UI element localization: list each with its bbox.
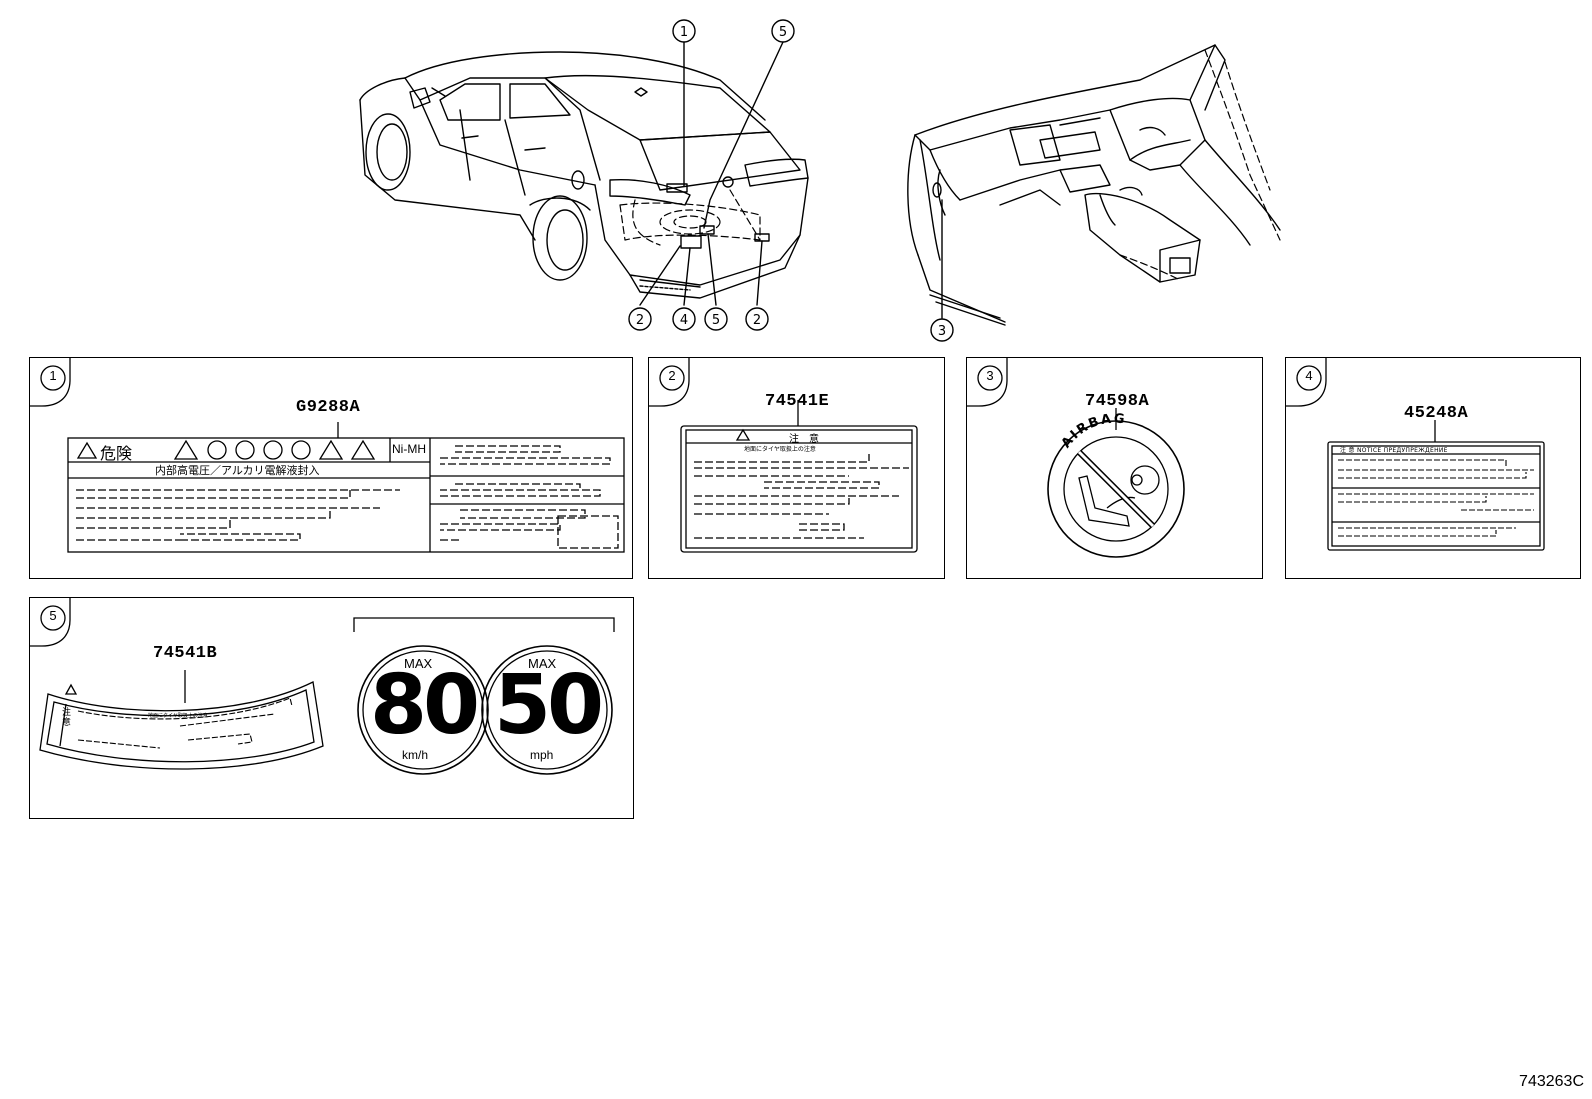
callout-2-right	[745, 307, 769, 331]
label-line: 地面にタイヤ取扱上の注意	[744, 446, 816, 453]
warning-word: 注意	[62, 708, 72, 728]
speed-value: 50	[493, 658, 604, 753]
callout-label: 5	[712, 313, 720, 328]
callout-label: 5	[779, 25, 787, 40]
callout-2-left	[628, 307, 652, 331]
battery-type: Ni-MH	[392, 442, 426, 456]
speed-unit: km/h	[402, 748, 429, 762]
speed-sign-mph: MAX 50 mph	[482, 646, 612, 774]
callout-label: 4	[680, 313, 688, 328]
speed-sign-kmh: MAX 80 km/h	[358, 646, 488, 774]
callout-5-bottom	[704, 307, 728, 331]
callout-3	[930, 318, 954, 342]
label-header: 注 意 NOTICE ПРЕДУПРЕЖДЕНИЕ	[1340, 447, 1448, 454]
warning-word: 危険	[100, 444, 133, 463]
panel-3: AIRBAG 3 74598A	[966, 357, 1263, 579]
panel-5: 5 74541B 注意 地面にタイヤ取扱上の注意 MAX 80 km/h MAX…	[29, 597, 634, 819]
label-subtitle: 内部高電圧／アルカリ電解液封入	[155, 464, 320, 477]
max-label: MAX	[528, 656, 557, 671]
panel-number: 1	[49, 368, 57, 383]
callout-1-top	[672, 19, 696, 43]
ring-text: AIRBAG	[1059, 411, 1127, 451]
max-label: MAX	[404, 656, 433, 671]
panel-1: 1 G9288A 危険 Ni-MH 内部高電圧／アルカリ電解液封入	[29, 357, 633, 579]
part-number: 74541E	[765, 392, 830, 411]
part-number: 45248A	[1404, 404, 1469, 423]
interior-illustration	[907, 44, 1281, 326]
callout-label: 1	[680, 25, 688, 40]
speed-value: 80	[369, 658, 480, 753]
callout-label: 2	[636, 313, 644, 328]
panel-number: 3	[986, 368, 994, 383]
callout-4	[672, 307, 696, 331]
diagram-code: 743263C	[1519, 1073, 1584, 1090]
part-number: 74598A	[1085, 392, 1150, 411]
panel-number: 4	[1305, 368, 1313, 383]
callout-5-top	[771, 19, 795, 43]
panel-number: 2	[668, 368, 676, 383]
warning-word: 注 意	[789, 434, 819, 445]
overview-illustration: 1 5 2 4 5 2 3	[359, 19, 1281, 342]
panel-number: 5	[49, 608, 57, 623]
part-number: 74541B	[153, 644, 218, 663]
panel-4: 4 45248A 注 意 NOTICE ПРЕДУПРЕЖДЕНИЕ	[1285, 357, 1581, 579]
part-number: G9288A	[296, 398, 361, 417]
callout-label: 3	[938, 324, 946, 339]
car-illustration	[359, 51, 809, 299]
speed-unit: mph	[530, 748, 554, 762]
callout-label: 2	[753, 313, 761, 328]
panel-2: 2 74541E 注 意 地面にタイヤ取扱上の注意	[648, 357, 945, 579]
label-line: 地面にタイヤ取扱上の注意	[148, 713, 208, 719]
